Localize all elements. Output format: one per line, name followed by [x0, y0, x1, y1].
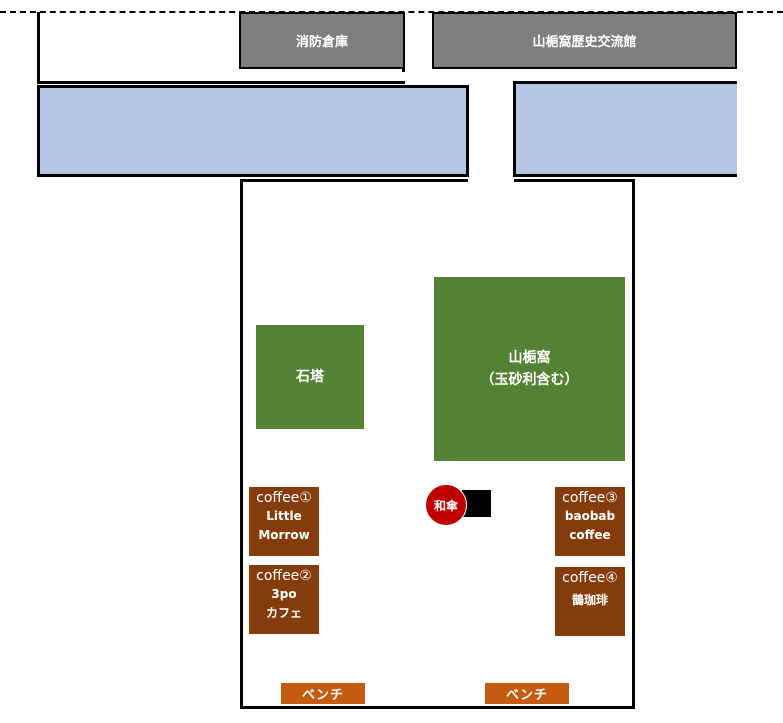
coffee-name: Little [266, 509, 302, 523]
coffee-number: coffee④ [562, 570, 618, 586]
museum-building: 山梔窩歴史交流館 [432, 12, 737, 69]
bench-left: ベンチ [281, 683, 365, 704]
fire-storage-building: 消防倉庫 [239, 12, 405, 69]
coffee-number: coffee① [256, 490, 312, 506]
sanshika-label: 山梔窩 [508, 350, 551, 366]
sanshika-garden: 山梔窩 （玉砂利含む） [434, 277, 625, 461]
stone-tower: 石塔 [256, 325, 364, 429]
coffee-stall-2: coffee② 3po カフェ [249, 565, 319, 634]
stone-tower-label: 石塔 [296, 369, 324, 385]
water-channel-left [37, 85, 469, 177]
umbrella-label: 和傘 [433, 498, 458, 513]
coffee-name: 3po [271, 587, 297, 601]
umbrella-marker: 和傘 [425, 484, 467, 526]
coffee-stall-4: coffee④ 鵲珈琲 [555, 567, 625, 636]
coffee-number: coffee③ [562, 490, 618, 506]
bench-right: ベンチ [485, 683, 569, 704]
water-channel-right [513, 81, 737, 177]
left-bottom-line [37, 81, 405, 84]
fire-storage-label: 消防倉庫 [295, 35, 348, 50]
bench-label: ベンチ [505, 688, 548, 703]
coffee-stall-3: coffee③ baobab coffee [555, 487, 625, 556]
coffee-number: coffee② [256, 568, 312, 584]
plaza-entrance [468, 178, 514, 184]
bench-label: ベンチ [301, 688, 344, 703]
coffee-name: Morrow [258, 528, 310, 542]
coffee-name: 鵲珈琲 [571, 593, 608, 607]
coffee-name: baobab [564, 509, 616, 523]
coffee-name: coffee [569, 528, 611, 542]
coffee-name: カフェ [265, 606, 302, 620]
coffee-stall-1: coffee① Little Morrow [249, 487, 319, 556]
left-wall-line [37, 12, 40, 84]
museum-label: 山梔窩歴史交流館 [532, 35, 637, 50]
sanshika-sublabel: （玉砂利含む） [480, 372, 579, 388]
